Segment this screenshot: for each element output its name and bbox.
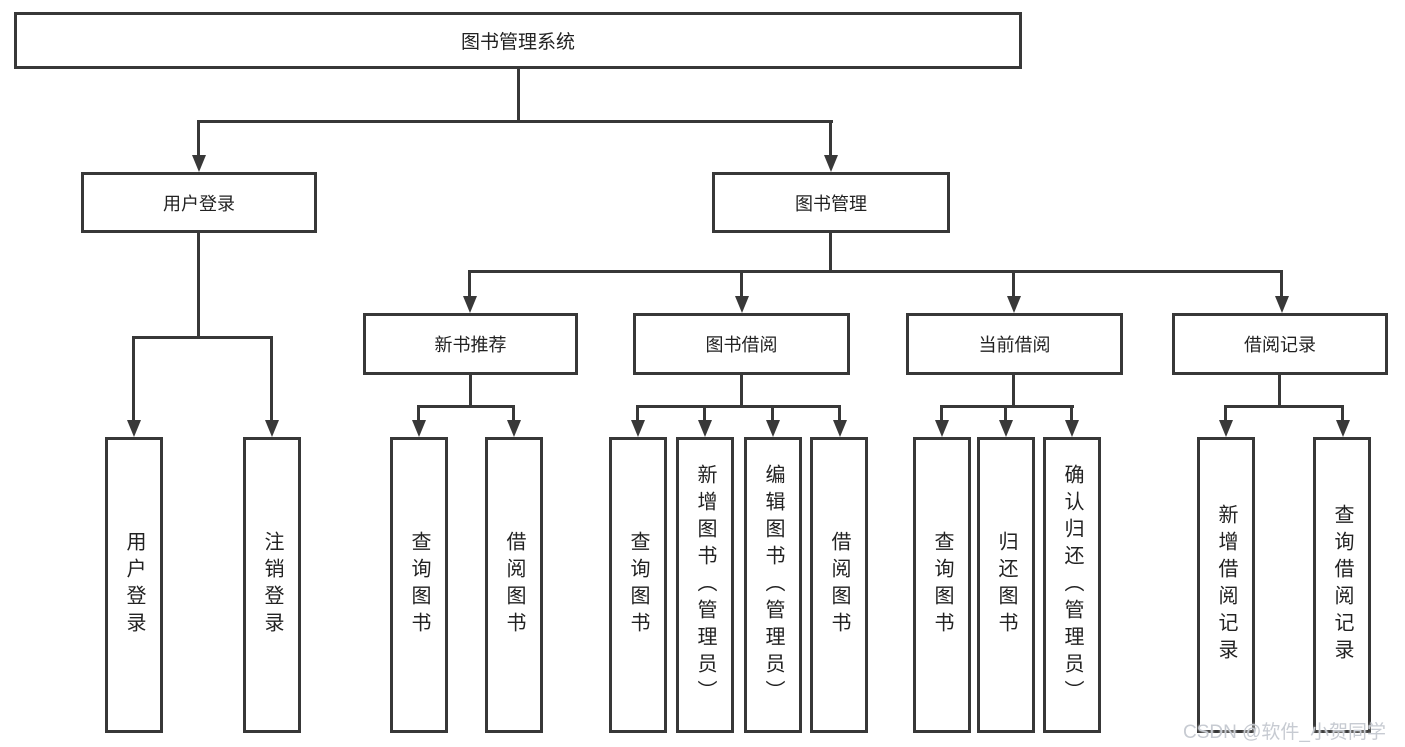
leaf-confirm-return-admin: 确认归还（管理员） [1043,437,1101,733]
arrow-down-icon [698,420,712,437]
connector-line [838,405,841,422]
leaf-label: 借阅图书 [828,531,850,639]
connector-line [417,405,515,408]
connector-line [740,270,743,298]
node-label: 图书管理系统 [460,32,575,53]
arrow-down-icon [265,420,279,437]
connector-line [1341,405,1344,422]
leaf-add-book-admin: 新增图书（管理员） [676,437,734,733]
arrow-down-icon [1007,296,1021,313]
node-label: 当前借阅 [978,335,1051,355]
connector-line [417,405,420,422]
connector-line [636,405,639,422]
arrow-down-icon [735,296,749,313]
leaf-query-book-recommend: 查询图书 [390,437,448,733]
arrow-down-icon [127,420,141,437]
connector-line [197,120,200,157]
node-label: 借阅记录 [1244,335,1316,355]
connector-line [1224,405,1227,422]
connector-line [636,405,841,408]
leaf-logout: 注销登录 [243,437,301,733]
leaf-label: 查询图书 [408,531,430,639]
connector-line [740,375,743,408]
node-book-management: 图书管理 [712,172,950,233]
arrow-down-icon [1336,420,1350,437]
leaf-query-borrow-record: 查询借阅记录 [1313,437,1371,733]
node-label: 图书管理 [795,193,867,214]
connector-line [469,375,472,408]
leaf-edit-book-admin: 编辑图书（管理员） [744,437,802,733]
arrow-down-icon [192,155,206,172]
arrow-down-icon [999,420,1013,437]
connector-line [940,405,1074,408]
arrow-down-icon [766,420,780,437]
leaf-label: 查询图书 [627,531,649,639]
leaf-label: 注销登录 [261,531,283,639]
connector-line [1012,270,1015,298]
leaf-label: 查询借阅记录 [1331,504,1353,666]
connector-line [1278,375,1281,408]
connector-line [468,270,471,298]
leaf-add-borrow-record: 新增借阅记录 [1197,437,1255,733]
connector-line [132,336,135,422]
arrow-down-icon [1219,420,1233,437]
arrow-down-icon [833,420,847,437]
arrow-down-icon [631,420,645,437]
node-new-book-recommend: 新书推荐 [363,313,578,375]
leaf-label: 用户登录 [123,531,145,639]
connector-line [829,233,832,273]
leaf-borrow-book-recommend: 借阅图书 [485,437,543,733]
node-user-login: 用户登录 [81,172,317,233]
connector-line [132,336,273,339]
connector-line [940,405,943,422]
leaf-label: 查询图书 [931,531,953,639]
leaf-label: 新增借阅记录 [1215,504,1237,666]
connector-line [1012,375,1015,408]
csdn-watermark: CSDN @软件_小贺同学 [1183,722,1386,743]
node-label: 图书借阅 [705,335,778,355]
connector-line [1280,270,1283,298]
arrow-down-icon [507,420,521,437]
connector-line [1004,405,1007,422]
arrow-down-icon [935,420,949,437]
node-borrow-record: 借阅记录 [1172,313,1388,375]
leaf-borrow-book: 借阅图书 [810,437,868,733]
leaf-return-book: 归还图书 [977,437,1035,733]
arrow-down-icon [1065,420,1079,437]
node-book-borrow: 图书借阅 [633,313,850,375]
leaf-query-book-current: 查询图书 [913,437,971,733]
leaf-label: 借阅图书 [503,531,525,639]
node-current-borrow: 当前借阅 [906,313,1123,375]
connector-line [270,336,273,422]
arrow-down-icon [824,155,838,172]
connector-line [1070,405,1073,422]
connector-line [771,405,774,422]
leaf-label: 归还图书 [995,531,1017,639]
node-library-management-system: 图书管理系统 [14,12,1022,69]
connector-line [1224,405,1344,408]
node-label: 用户登录 [163,193,235,214]
leaf-user-login: 用户登录 [105,437,163,733]
arrow-down-icon [1275,296,1289,313]
leaf-query-book-borrow: 查询图书 [609,437,667,733]
connector-line [197,120,833,123]
leaf-label: 新增图书（管理员） [694,463,716,707]
connector-line [468,270,1283,273]
connector-line [517,69,520,121]
connector-line [829,120,832,157]
connector-line [197,233,200,339]
connector-line [512,405,515,422]
arrow-down-icon [412,420,426,437]
leaf-label: 确认归还（管理员） [1061,463,1083,707]
leaf-label: 编辑图书（管理员） [762,463,784,707]
node-label: 新书推荐 [434,335,507,355]
connector-line [703,405,706,422]
arrow-down-icon [463,296,477,313]
